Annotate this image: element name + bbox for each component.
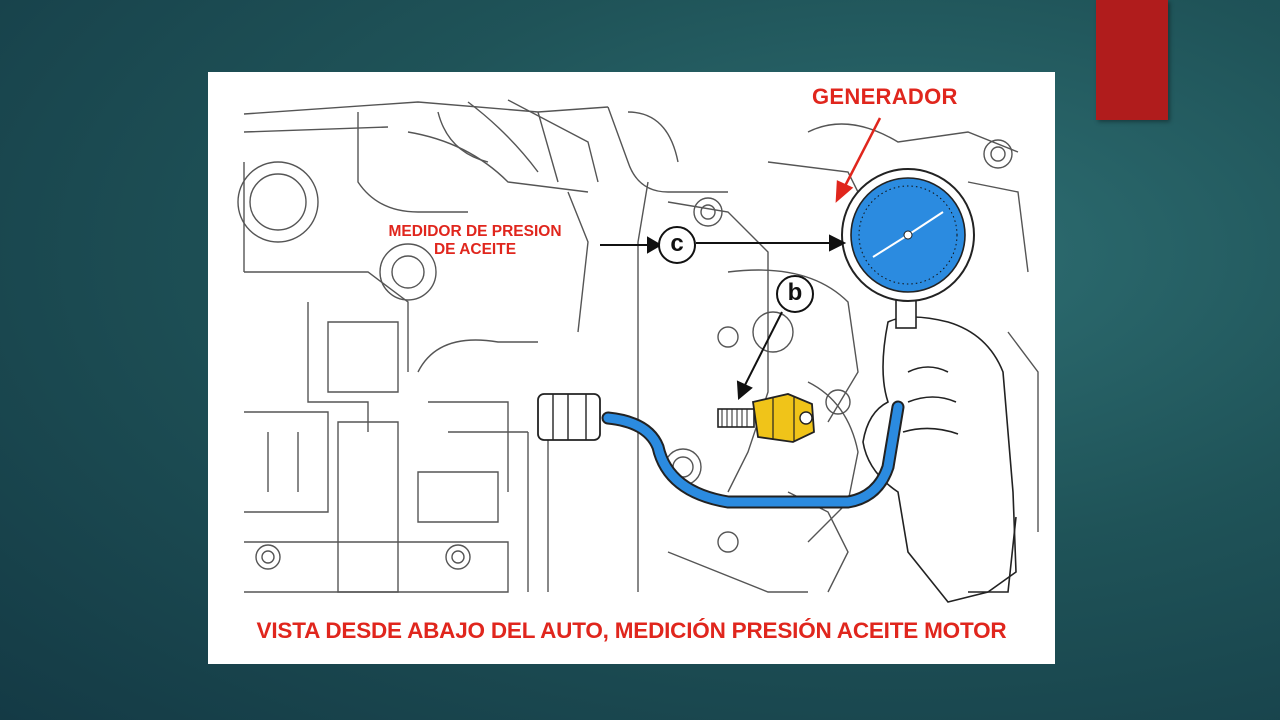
oil-pressure-gauge-label-line2: DE ACEITE: [433, 241, 517, 258]
slide-accent-bar: [1096, 0, 1168, 120]
generator-label: GENERADOR: [812, 84, 958, 109]
callout-c: c: [658, 226, 696, 264]
figure-caption: VISTA DESDE ABAJO DEL AUTO, MEDICIÓN PRE…: [256, 618, 1007, 643]
engine-diagram-figure: GENERADOR MEDIDOR DE PRESION DE ACEITE c…: [208, 72, 1055, 664]
callout-b: b: [776, 275, 814, 313]
oil-pressure-gauge-label-line1: MEDIDOR DE PRESION: [388, 223, 562, 240]
oil-pressure-gauge-label: MEDIDOR DE PRESION DE ACEITE: [360, 223, 590, 259]
engine-line-drawing: [237, 99, 1039, 603]
oil-pressure-sensor-icon: [717, 393, 815, 443]
pressure-gauge-icon: [841, 168, 975, 329]
hose-icon: [537, 393, 905, 509]
